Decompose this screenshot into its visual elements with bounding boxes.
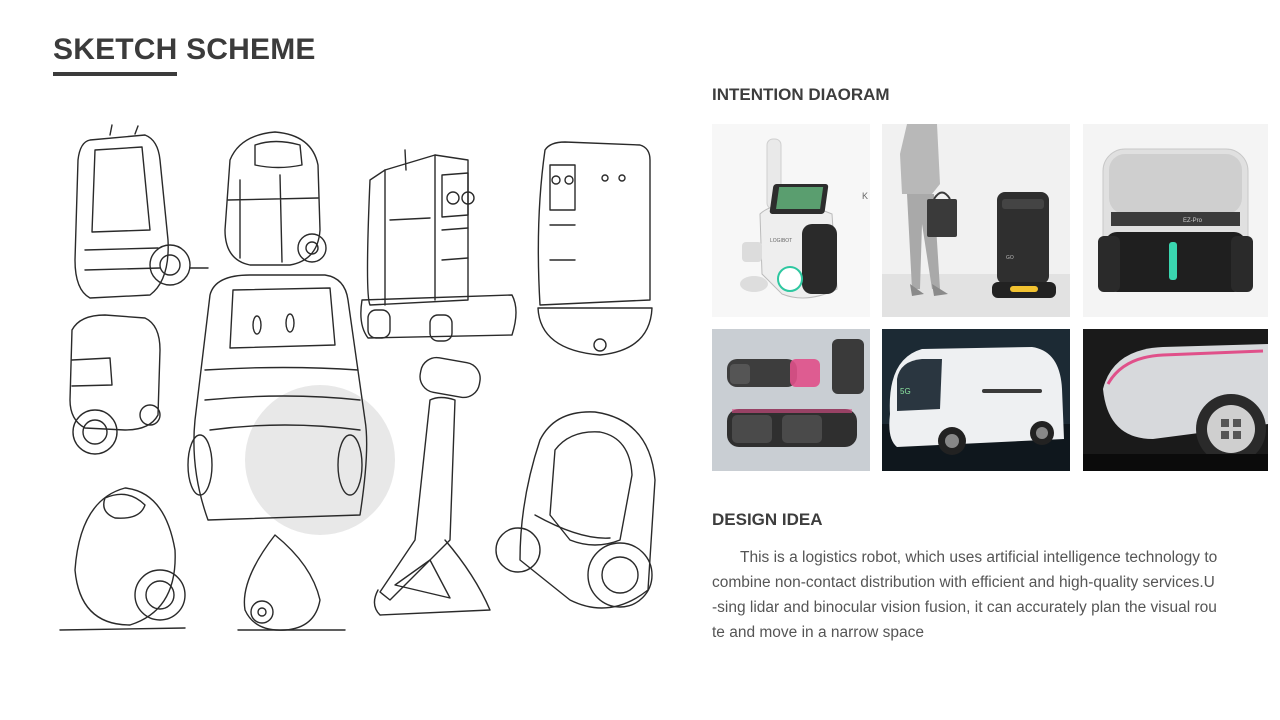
- sketch-robot-9: [59, 487, 186, 631]
- sketch-panel: [50, 120, 680, 640]
- image-walking-person-with-robot: GO: [882, 124, 1070, 317]
- image-vehicle-wheel-closeup: [1083, 329, 1268, 471]
- sketch-robot-1: [74, 124, 209, 299]
- sketch-robot-3: [360, 149, 517, 342]
- image-grey-dark-robot-models: [712, 329, 870, 471]
- design-idea-paragraph: This is a logistics robot, which uses ar…: [712, 545, 1262, 645]
- van-display-text: 5G: [900, 387, 911, 396]
- image-white-autonomous-van: 5G: [882, 329, 1070, 471]
- kiosk-side-mark: K: [862, 191, 868, 201]
- design-idea-heading: DESIGN IDEA: [712, 510, 823, 529]
- sketch-robot-10: [237, 534, 346, 631]
- design-idea-line: te and move in a narrow space: [712, 624, 924, 641]
- design-idea-line: This is a logistics robot, which uses ar…: [740, 549, 1218, 566]
- kiosk-robot-label: LOGIBOT: [770, 238, 792, 244]
- sketch-robot-6: [187, 274, 368, 521]
- highlight-circle: [245, 385, 395, 535]
- design-idea-line: -sing lidar and binocular vision fusion,…: [712, 599, 1217, 616]
- sketch-robot-8: [495, 411, 656, 609]
- sketch-robot-5: [69, 314, 161, 455]
- page-title: SKETCH SCHEME: [53, 33, 316, 66]
- title-underline: [53, 72, 177, 76]
- image-ez-pro-front-view: EZ-Pro: [1083, 124, 1268, 317]
- image-white-kiosk-robot: LOGIBOT K: [712, 124, 870, 317]
- design-idea-line: combine non-contact distribution with ef…: [712, 574, 1215, 591]
- sketch-robot-7: [373, 356, 491, 616]
- sketch-robot-4: [537, 141, 653, 356]
- intention-heading: INTENTION DIAORAM: [712, 85, 890, 104]
- robot-go-label: GO: [1006, 255, 1014, 261]
- sketch-robot-2: [224, 131, 327, 266]
- ez-pro-label: EZ-Pro: [1183, 218, 1203, 224]
